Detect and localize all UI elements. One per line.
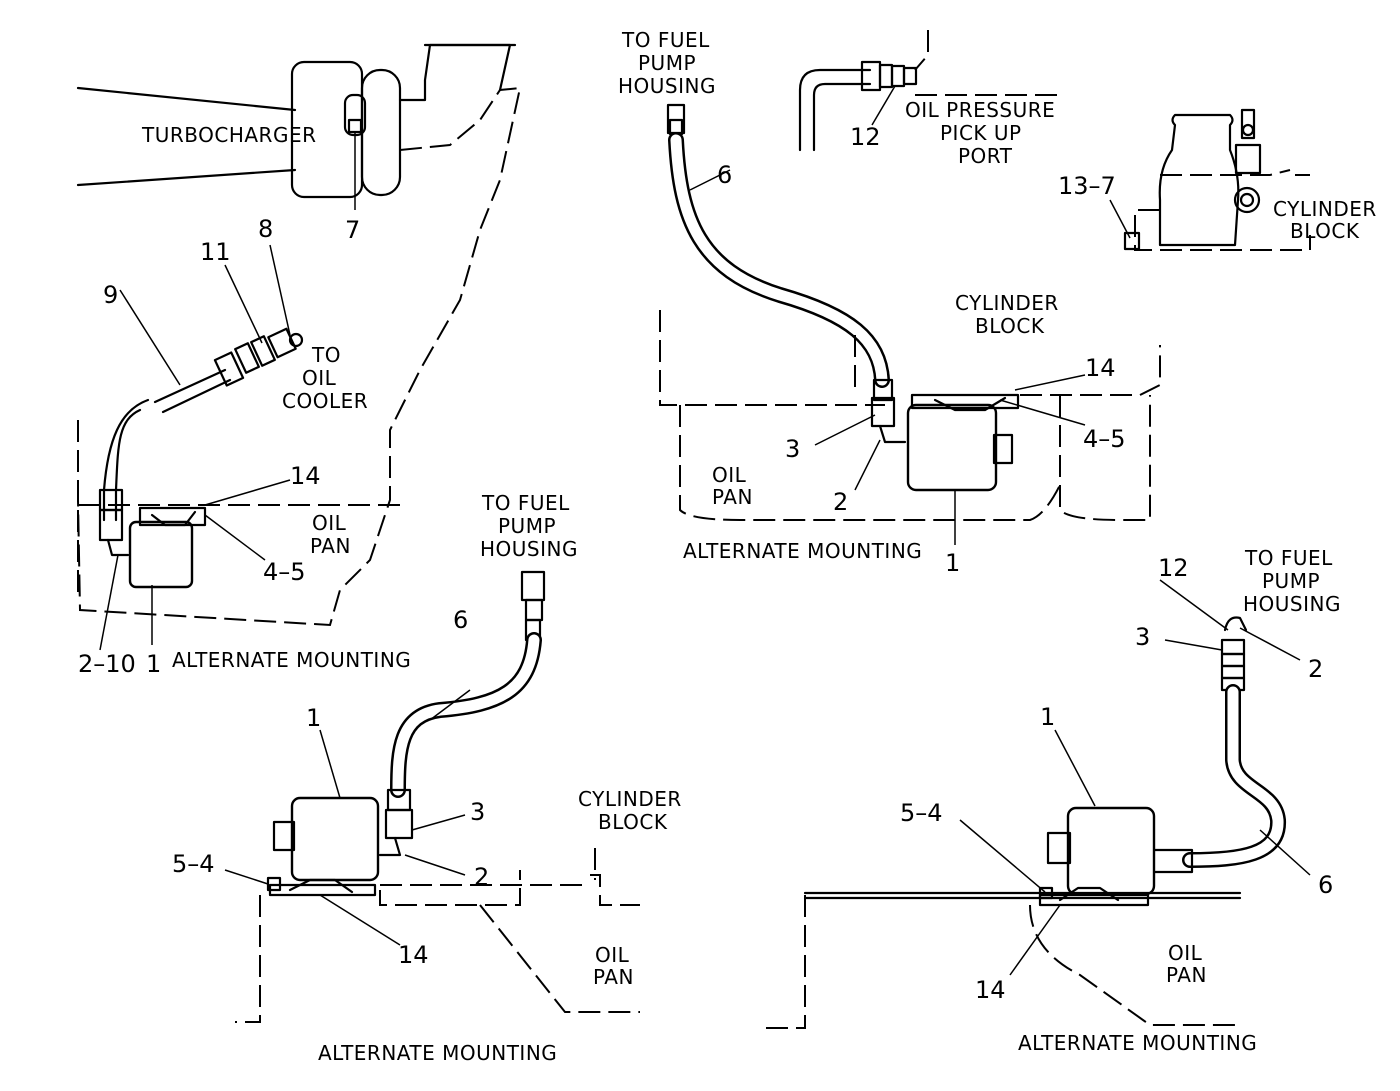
callout-1-mid: 1 [306, 704, 321, 732]
label-to-fuel-pump-3b: PUMP [1262, 569, 1320, 593]
callout-14-right: 14 [975, 976, 1006, 1004]
callout-1-right: 1 [1040, 703, 1055, 731]
label-to-fuel-pump-2c: HOUSING [480, 537, 578, 561]
view-alternate-mounting-bottom-right [760, 579, 1311, 1029]
callout-12-right: 12 [1158, 554, 1189, 582]
callout-2-mid: 2 [474, 863, 489, 891]
label-to-fuel-pump-3a: TO FUEL [1244, 546, 1333, 570]
label-oil-pressure-2: PICK UP [940, 121, 1022, 145]
callout-14-mid: 14 [398, 941, 429, 969]
callout-11: 11 [200, 238, 231, 266]
callout-3-mid: 3 [470, 798, 485, 826]
label-alternate-mounting-top: ALTERNATE MOUNTING [683, 539, 922, 563]
callout-3-right: 3 [1135, 623, 1150, 651]
view-alternate-mounting-bottom-left [224, 570, 640, 1023]
label-oil-right: OIL [1168, 941, 1203, 965]
label-block-mid: BLOCK [598, 810, 668, 834]
label-oil-pressure-3: PORT [958, 144, 1013, 168]
callout-3-top: 3 [785, 435, 800, 463]
view-alternate-mounting-top [659, 103, 1161, 545]
label-to-fuel-pump-1a: TO FUEL [621, 28, 710, 52]
view-oil-pressure-port [798, 30, 1060, 152]
callout-12-top: 12 [850, 123, 881, 151]
callout-1-left: 1 [146, 650, 161, 678]
callout-1-top: 1 [945, 549, 960, 577]
label-oil-top: OIL [712, 463, 747, 487]
label-alternate-mounting-mid: ALTERNATE MOUNTING [318, 1041, 557, 1065]
label-to-fuel-pump-3c: HOUSING [1243, 592, 1341, 616]
callout-5-4-mid: 5–4 [172, 850, 215, 878]
label-cylinder-top: CYLINDER [955, 291, 1059, 315]
view-cylinder-block-inset [1109, 108, 1311, 251]
callout-2-top: 2 [833, 488, 848, 516]
label-cylinder-inset: CYLINDER [1273, 197, 1377, 221]
label-alternate-mounting-right: ALTERNATE MOUNTING [1018, 1031, 1257, 1055]
label-to-fuel-pump-1c: HOUSING [618, 74, 716, 98]
callout-6-right: 6 [1318, 871, 1333, 899]
callout-6-top: 6 [717, 161, 732, 189]
callout-4-5-top: 4–5 [1083, 425, 1126, 453]
callout-14-left: 14 [290, 462, 321, 490]
callout-5-4-right: 5–4 [900, 799, 943, 827]
callout-6-mid: 6 [453, 606, 468, 634]
label-pan-left: PAN [310, 534, 351, 558]
label-oil-left: OIL [312, 511, 347, 535]
callout-2-10: 2–10 [78, 650, 136, 678]
callout-8: 8 [258, 215, 273, 243]
label-oil-mid: OIL [595, 943, 630, 967]
label-block-inset: BLOCK [1290, 219, 1360, 243]
label-to-fuel-pump-1b: PUMP [638, 51, 696, 75]
label-block-top: BLOCK [975, 314, 1045, 338]
label-to-cooler: TO [311, 343, 341, 367]
label-to-fuel-pump-2a: TO FUEL [481, 491, 570, 515]
view-turbocharger-mounting [76, 43, 522, 651]
label-alternate-mounting-left: ALTERNATE MOUNTING [172, 648, 411, 672]
callout-4-5-left: 4–5 [263, 558, 306, 586]
callout-2-right: 2 [1308, 655, 1323, 683]
callout-14-top: 14 [1085, 354, 1116, 382]
label-pan-top: PAN [712, 485, 753, 509]
label-cooler: COOLER [282, 389, 368, 413]
label-pan-right: PAN [1166, 963, 1207, 987]
label-pan-mid: PAN [593, 965, 634, 989]
label-to-fuel-pump-2b: PUMP [498, 514, 556, 538]
callout-13-7: 13–7 [1058, 172, 1116, 200]
callout-9: 9 [103, 281, 118, 309]
label-cylinder-mid: CYLINDER [578, 787, 682, 811]
label-oil-pressure-1: OIL PRESSURE [905, 98, 1055, 122]
label-oil-cooler: OIL [302, 366, 337, 390]
label-turbocharger: TURBOCHARGER [141, 123, 316, 147]
callout-7: 7 [345, 216, 360, 244]
